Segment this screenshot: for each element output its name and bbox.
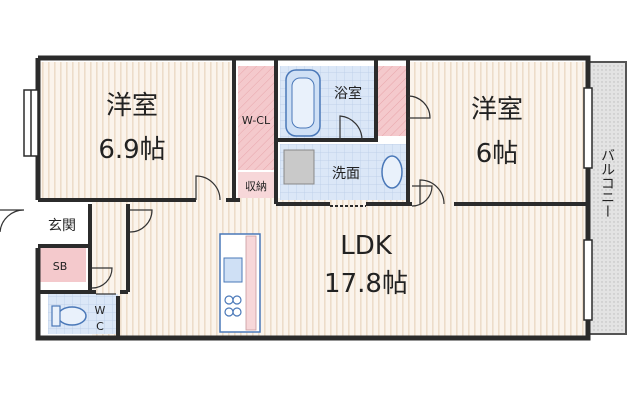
washroom-label: 洗面 xyxy=(332,166,360,182)
kitchen-sink xyxy=(223,257,243,283)
toilet-label-bottom: C xyxy=(96,320,104,333)
room-2-closet xyxy=(376,66,406,136)
corridor-floor xyxy=(92,198,588,208)
toilet-label-top: W xyxy=(95,304,106,317)
windows xyxy=(23,87,593,321)
bath-label: 浴室 xyxy=(334,85,362,102)
room-1-size: 6.9帖 xyxy=(98,135,165,165)
room-1-name: 洋室 xyxy=(106,91,158,121)
room-2-name: 洋室 xyxy=(471,95,523,125)
room-2-size: 6帖 xyxy=(476,139,519,169)
storage-closet xyxy=(238,172,274,198)
ldk-floor xyxy=(92,206,586,336)
toilet-bowl xyxy=(57,306,87,326)
entrance-area xyxy=(38,206,88,244)
storage-label: 収納 xyxy=(245,180,267,193)
stove-burners xyxy=(224,295,242,317)
entrance-label: 玄関 xyxy=(48,217,76,234)
ldk-name: LDK xyxy=(340,231,393,261)
walk-in-closet-label: W-CL xyxy=(242,114,271,127)
western-room-1-floor xyxy=(38,62,234,198)
washing-machine-space xyxy=(283,149,315,185)
walk-in-closet xyxy=(238,66,274,170)
door-swings xyxy=(0,95,445,295)
interior-walls xyxy=(38,58,588,338)
western-room-2-floor xyxy=(410,62,586,200)
balcony-label: バルコニー xyxy=(599,148,615,218)
ldk-size: 17.8帖 xyxy=(324,269,408,299)
wash-basin xyxy=(381,155,403,189)
shoe-box-area xyxy=(38,248,86,282)
shoe-box-label: SB xyxy=(53,260,68,273)
